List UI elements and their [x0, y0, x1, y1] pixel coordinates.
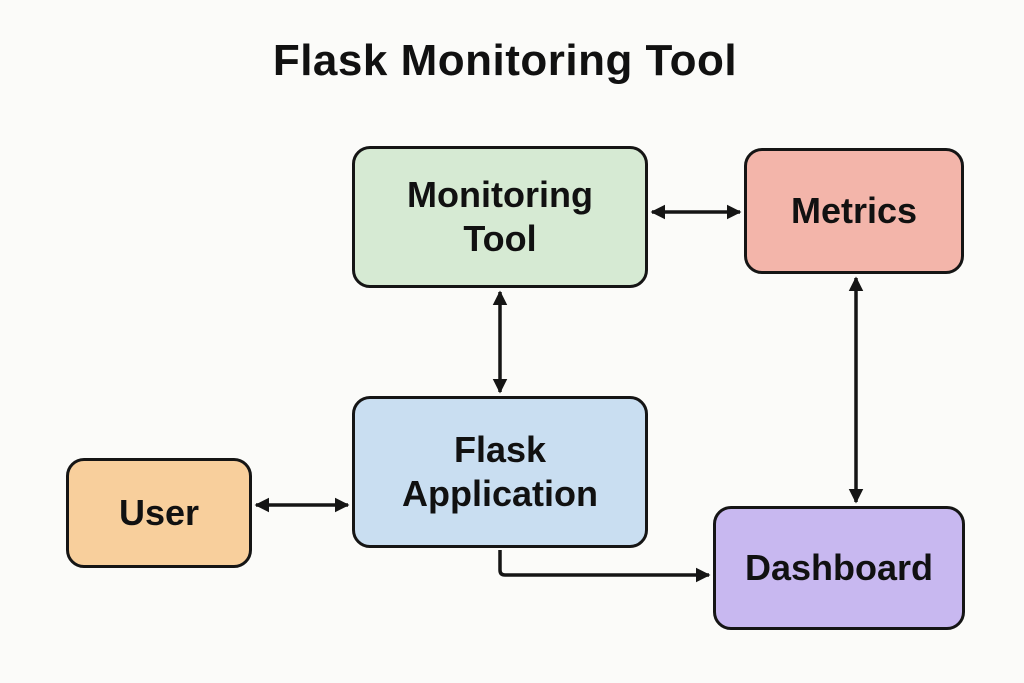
node-metrics[interactable]: Metrics	[744, 148, 964, 274]
node-monitoring-tool-label-line2: Tool	[463, 218, 537, 259]
node-monitoring-tool[interactable]: Monitoring Tool	[352, 146, 648, 288]
node-user[interactable]: User	[66, 458, 252, 568]
node-monitoring-tool-label-line1: Monitoring	[407, 174, 593, 215]
diagram-title: Flask Monitoring Tool	[272, 36, 738, 85]
node-user-label: User	[118, 492, 200, 533]
node-dashboard-label: Dashboard	[744, 547, 934, 588]
node-dashboard[interactable]: Dashboard	[713, 506, 965, 630]
node-flask-application-label-line2: Application	[402, 473, 598, 514]
node-flask-application[interactable]: Flask Application	[352, 396, 648, 548]
node-flask-application-label-line1: Flask	[453, 429, 547, 470]
edge-flask-dashboard	[498, 550, 711, 583]
node-metrics-label: Metrics	[790, 190, 918, 231]
